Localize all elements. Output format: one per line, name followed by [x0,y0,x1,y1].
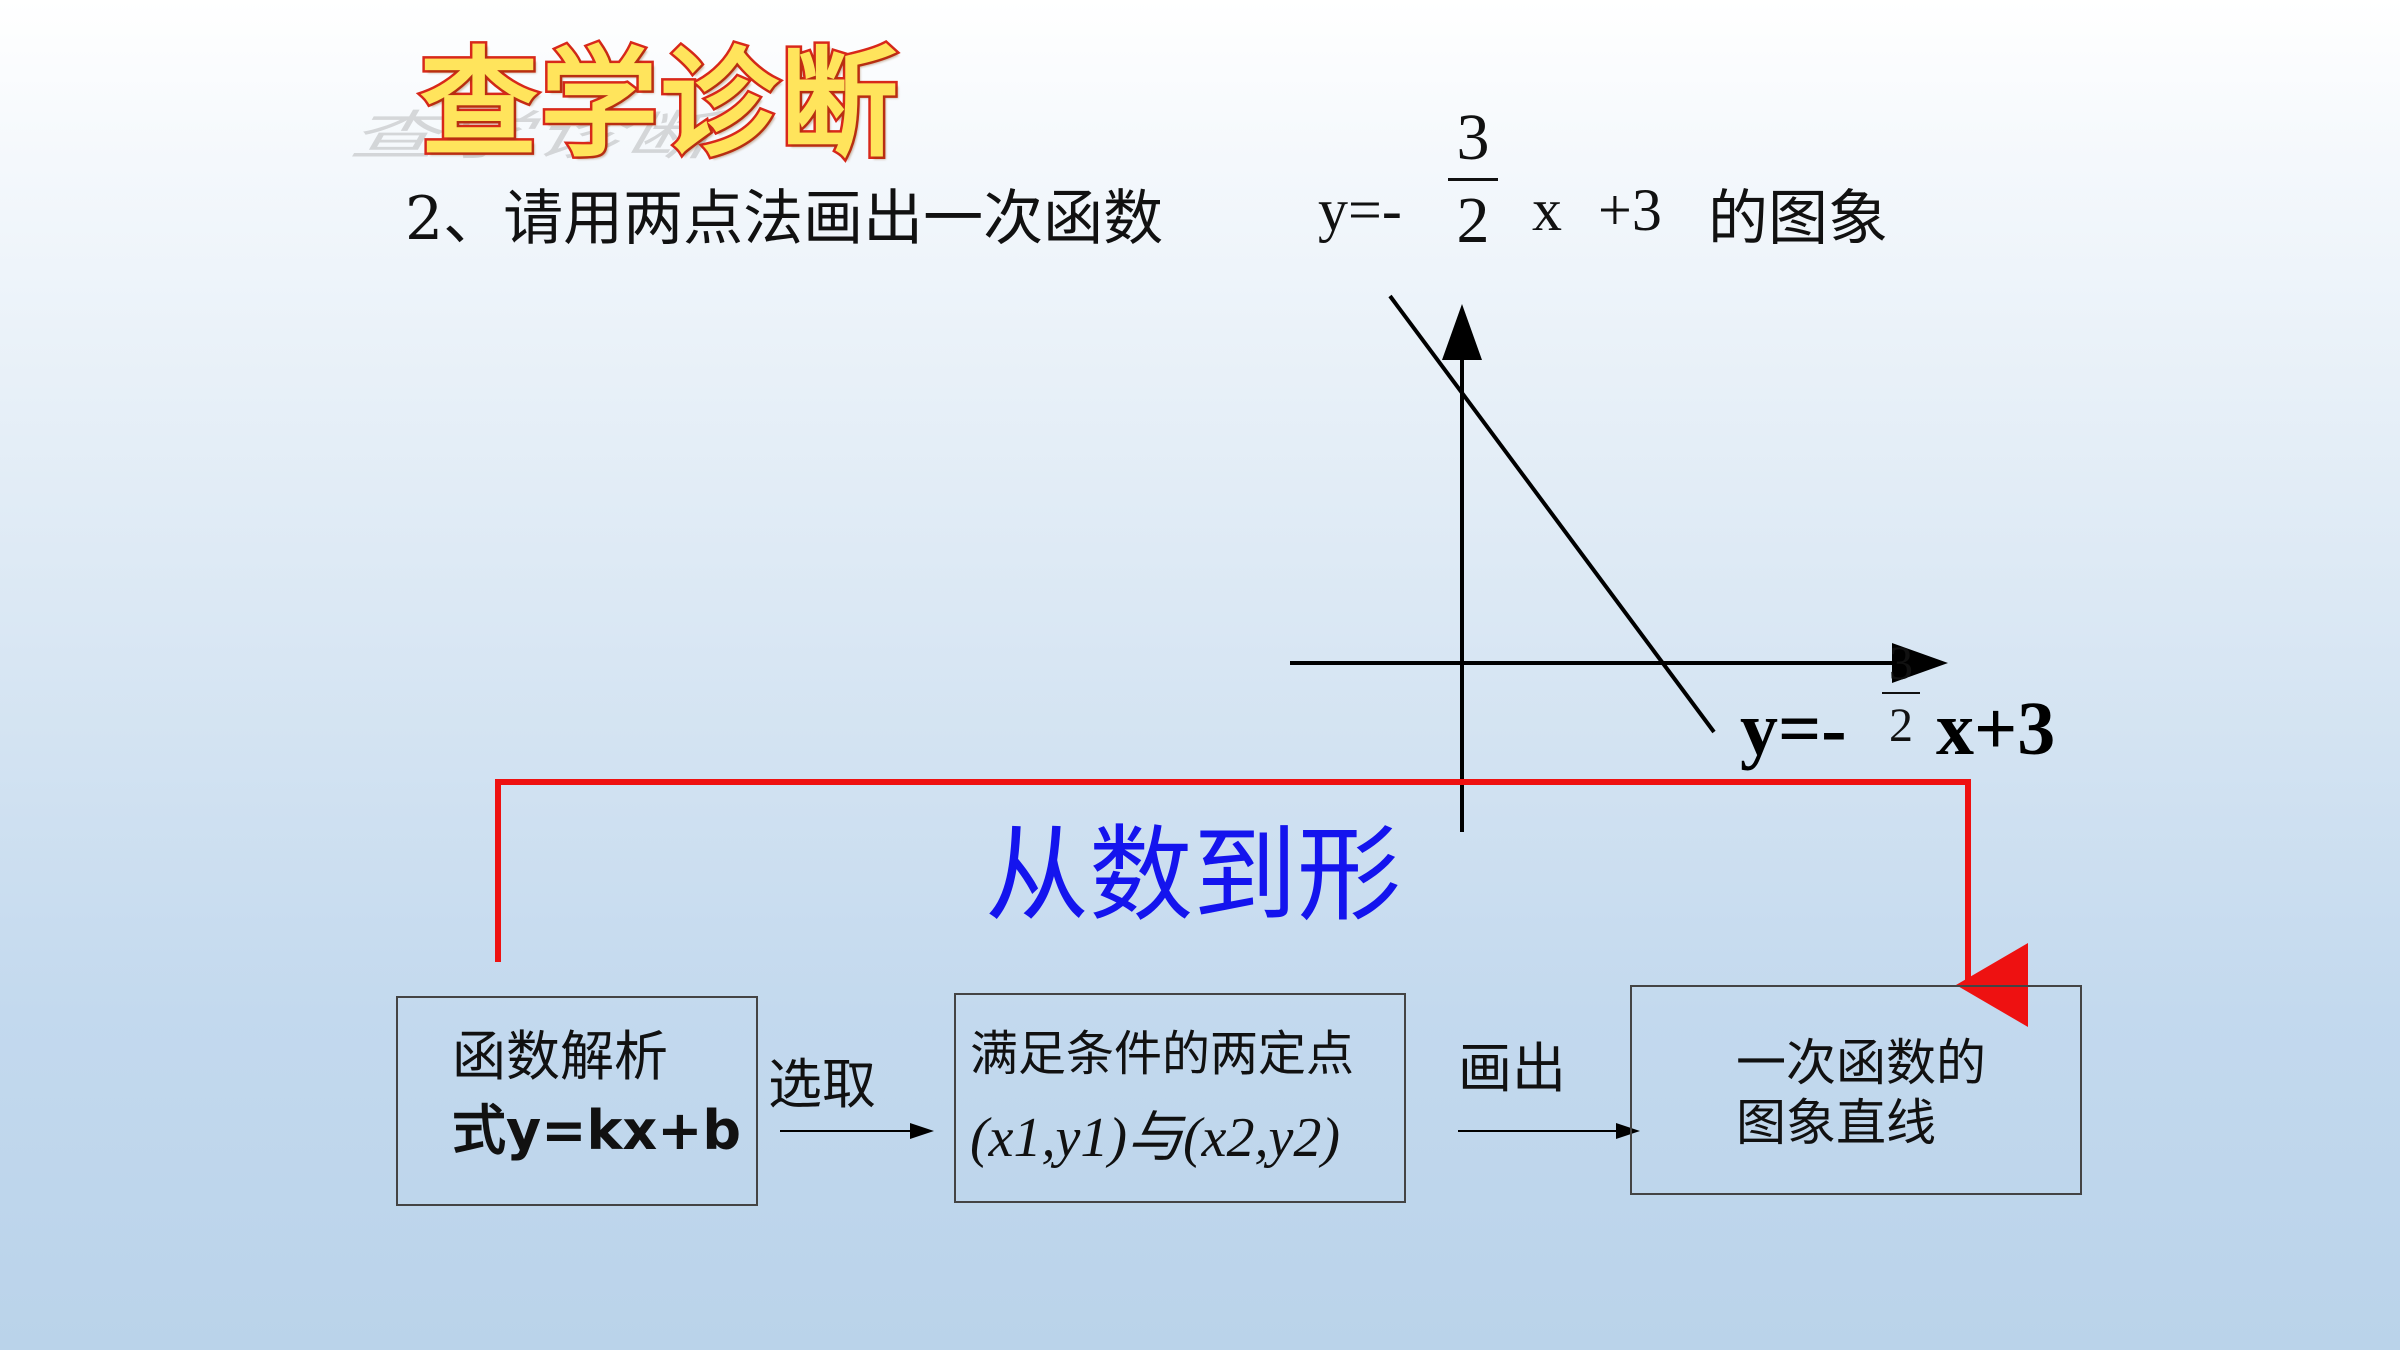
section-heading: 从数到形 [985,814,1402,936]
red-connector [495,779,2028,1027]
question-fraction: 3 2 [1448,100,1498,259]
step-select: 选取 [768,1053,876,1116]
question-plus: +3 [1598,177,1662,243]
graph-frac-num: 3 [1889,637,1913,690]
box-function-graph: 一次函数的 图象直线 [1630,985,2082,1195]
question-suffix: 的图象 [1708,184,1888,254]
graph-eq-fraction: 3 2 [1882,640,1920,750]
question-prefix: 2、请用两点法画出一次函数 [405,184,1164,254]
question-x: x [1532,177,1562,243]
box1-line1: 函数解析 [452,1025,668,1088]
graph-fraction-bar [1882,692,1920,694]
box3-line1: 一次函数的 [1736,1034,1986,1092]
box2-line1: 满足条件的两定点 [970,1026,1355,1082]
box-two-points: 满足条件的两定点 (x1,y1)与(x2,y2) [954,993,1406,1203]
fraction-bar [1448,178,1498,181]
box3-line2: 图象直线 [1736,1094,1936,1152]
step-draw: 画出 [1458,1037,1566,1100]
box1-line2: 式y=kx+b [452,1094,741,1168]
question-frac-num: 3 [1456,101,1490,174]
graph-eq-tail: x+3 [1936,687,2056,771]
graph-frac-den: 2 [1889,699,1913,752]
question-y-eq: y=- [1318,177,1402,243]
box1-line2-text: 式y=kx+b [452,1099,742,1162]
graph-eq-y: y=- [1740,687,1847,771]
question-frac-den: 2 [1456,184,1490,257]
page-title: 查学诊断 [417,33,901,176]
function-line [1388,294,1716,734]
box2-line2: (x1,y1)与(x2,y2) [970,1107,1341,1169]
box-analytic-expression: 函数解析 式y=kx+b [396,996,758,1206]
